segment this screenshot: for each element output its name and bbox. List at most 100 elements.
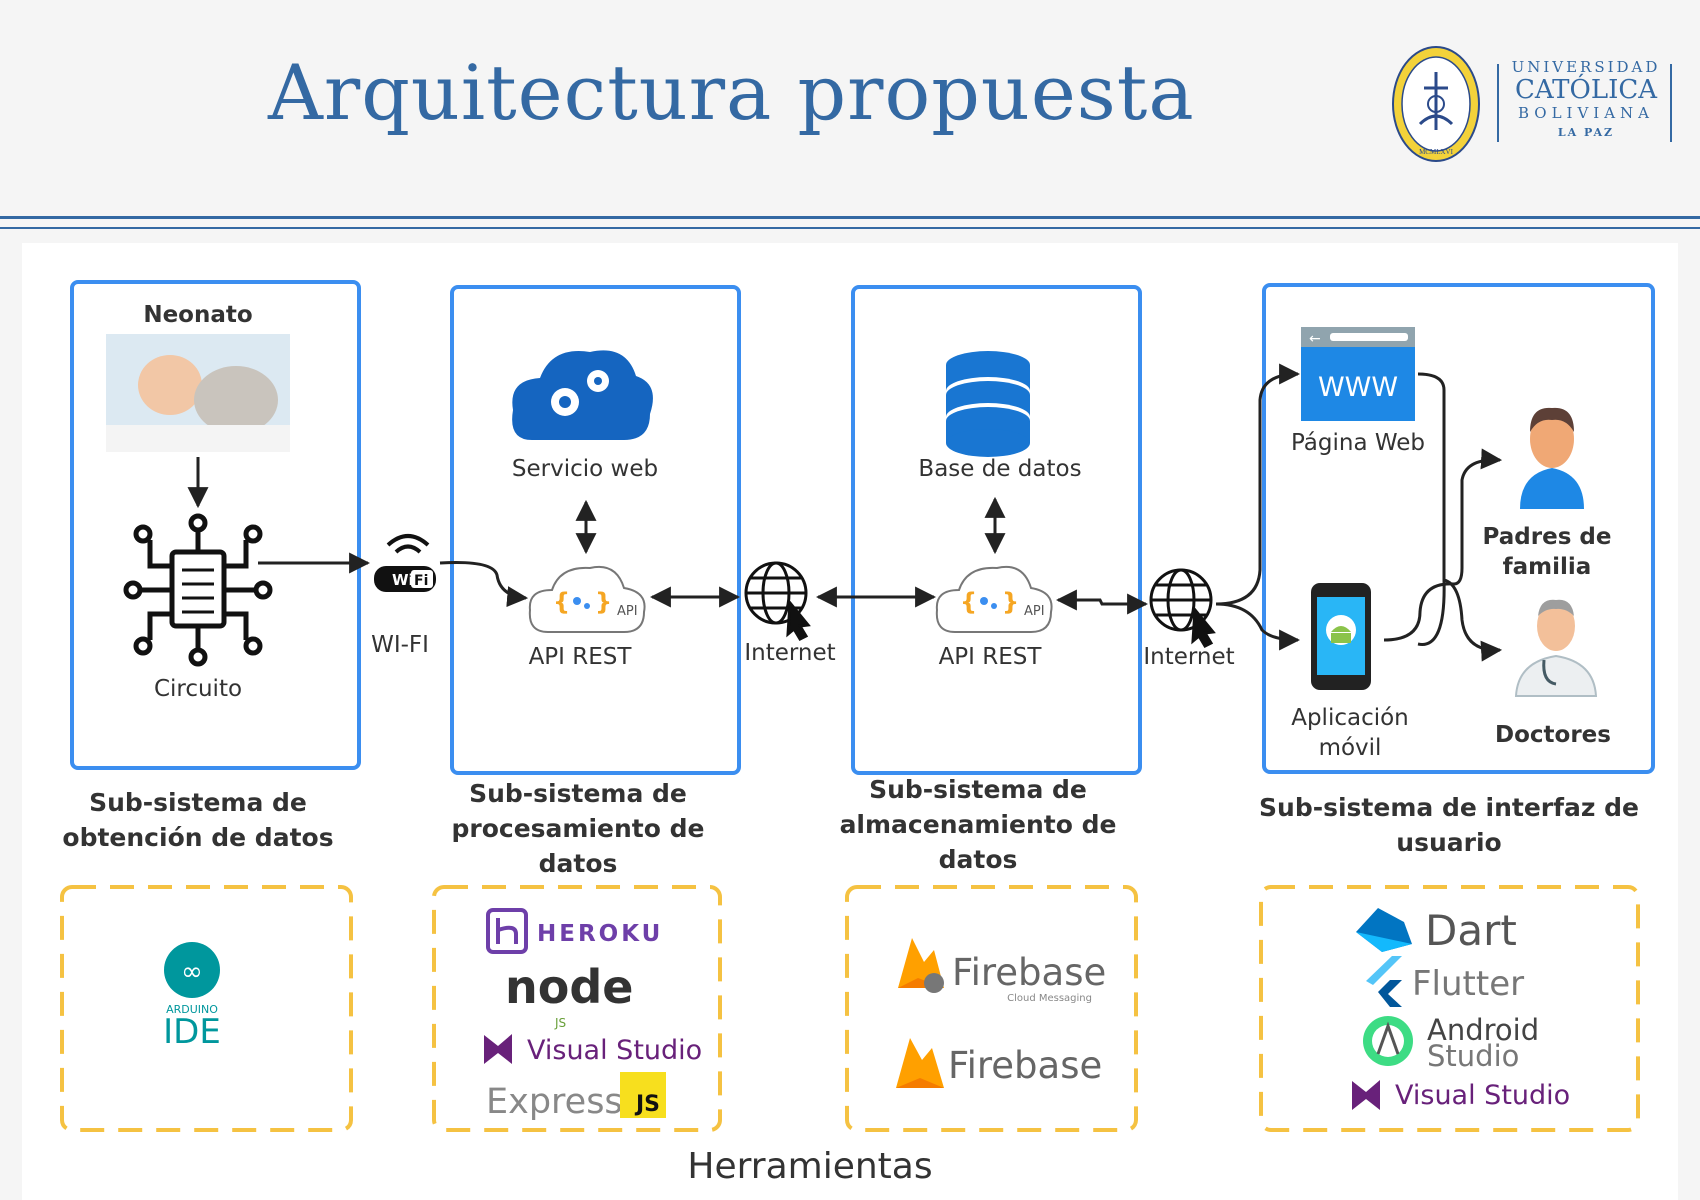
label-internet-1: Internet <box>744 640 836 666</box>
seal-text: MCMLXVI <box>1419 148 1454 156</box>
tools-box-almacenamiento <box>845 885 1138 1132</box>
globe-icon-1 <box>744 561 811 641</box>
subsystem-procesamiento-line-1: Sub-sistema de <box>469 779 687 808</box>
subsystem-interfaz: Sub-sistema de interfaz de usuario <box>1239 790 1659 860</box>
label-aplicacion-movil-line-1: Aplicación <box>1291 705 1409 731</box>
subsystem-almacenamiento-line-3: datos <box>938 845 1018 874</box>
globe-icon-2 <box>1149 568 1216 648</box>
header-rule-top <box>0 216 1700 219</box>
logo-divider <box>1497 64 1499 142</box>
label-base-datos: Base de datos <box>918 456 1082 482</box>
parent-avatar-icon <box>1520 407 1584 509</box>
university-line-3: BOLIVIANA <box>1517 104 1655 122</box>
api-badge-1: API <box>617 604 638 619</box>
subsystem-obtencion-line-2: obtención de datos <box>62 823 334 852</box>
subsystem-obtencion: Sub-sistema de obtención de datos <box>48 785 348 855</box>
neonato-image <box>106 334 290 452</box>
label-wifi: WI-FI <box>371 632 429 658</box>
cloud-gears-icon <box>512 350 653 440</box>
subsystem-almacenamiento: Sub-sistema de almacenamiento de datos <box>828 772 1128 877</box>
university-name: UNIVERSIDAD CATÓLICA BOLIVIANA LA PAZ <box>1506 58 1666 139</box>
dart-logo: Dart <box>1356 906 1517 955</box>
js-label: JS <box>634 1092 660 1117</box>
tools-box-obtencion <box>60 885 353 1132</box>
visual-studio-logo-2: Visual Studio <box>1352 1080 1570 1111</box>
doctor-avatar-icon <box>1514 599 1598 697</box>
label-herramientas: Herramientas <box>687 1146 933 1187</box>
browser-www-icon: ← WWW <box>1301 327 1415 421</box>
api-badge-2: API <box>1024 604 1045 619</box>
dart-label: Dart <box>1425 906 1517 955</box>
api-cloud-icon-1: { } API <box>528 566 646 633</box>
circuit-icon <box>123 513 273 667</box>
firebase-logo: Firebase <box>896 1038 1102 1088</box>
label-pagina-web: Página Web <box>1290 430 1426 456</box>
label-aplicacion-movil: Aplicación móvil <box>1270 703 1430 763</box>
svg-text:∞: ∞ <box>181 957 203 987</box>
arduino-label: ARDUINO <box>166 1003 218 1016</box>
svg-text:←: ← <box>1309 331 1321 347</box>
heroku-logo: HEROKU <box>486 908 660 954</box>
svg-text:{: { <box>553 588 570 616</box>
university-line-4: LA PAZ <box>1557 126 1615 139</box>
android-studio-logo: Android Studio <box>1363 1013 1539 1073</box>
box-almacenamiento <box>851 285 1142 775</box>
subsystem-procesamiento-line-2: procesamiento de <box>451 814 705 843</box>
subsystem-interfaz-line-2: usuario <box>1396 828 1502 857</box>
firebase-label-2: Firebase <box>948 1044 1102 1087</box>
connectors <box>187 363 1503 662</box>
university-line-1: UNIVERSIDAD <box>1511 58 1661 76</box>
subsystem-interfaz-line-1: Sub-sistema de interfaz de <box>1259 793 1639 822</box>
header-rule-bottom <box>0 227 1700 229</box>
svg-text:Wi: Wi <box>392 571 414 589</box>
label-internet-2: Internet <box>1143 644 1235 670</box>
subsystem-almacenamiento-line-1: Sub-sistema de <box>869 775 1087 804</box>
database-icon <box>946 351 1030 457</box>
express-js-logo: Express JS <box>486 1072 666 1122</box>
node-label: node <box>505 960 633 1014</box>
label-doctores: Doctores <box>1495 722 1611 748</box>
ide-label: IDE <box>163 1012 221 1052</box>
flutter-logo: Flutter <box>1366 956 1524 1007</box>
studio-label: Studio <box>1427 1039 1519 1073</box>
node-logo: node JS <box>505 960 633 1030</box>
cloud-messaging-label: Cloud Messaging <box>1007 993 1092 1004</box>
label-padres-line-1: Padres de <box>1482 524 1612 550</box>
svg-text:{: { <box>960 588 977 616</box>
api-cloud-icon-2: { } API <box>935 566 1053 633</box>
flutter-label: Flutter <box>1412 964 1524 1004</box>
smartphone-icon <box>1311 583 1371 690</box>
university-seal: MCMLXVI <box>1392 46 1480 162</box>
label-padres: Padres de familia <box>1467 522 1627 582</box>
android-label: Android <box>1427 1013 1539 1047</box>
svg-text:Fi: Fi <box>414 573 428 589</box>
box-obtencion <box>70 280 361 770</box>
label-servicio-web: Servicio web <box>511 456 659 482</box>
arduino-ide-logo: ∞ ARDUINO IDE <box>163 942 221 1052</box>
subsystem-procesamiento: Sub-sistema de procesamiento de datos <box>428 776 728 881</box>
wifi-icon: Wi Fi <box>374 534 436 592</box>
svg-text:}: } <box>595 588 612 616</box>
firebase-cm-logo: Firebase Cloud Messaging <box>898 938 1106 1004</box>
label-circuito: Circuito <box>153 676 243 702</box>
visual-studio-label-2: Visual Studio <box>1395 1080 1570 1111</box>
visual-studio-label-1: Visual Studio <box>527 1035 702 1066</box>
label-api-rest-2: API REST <box>938 644 1042 670</box>
firebase-label-1: Firebase <box>952 951 1106 994</box>
label-padres-line-2: familia <box>1502 554 1592 580</box>
box-interfaz <box>1262 283 1655 774</box>
logo-divider-right <box>1670 64 1672 142</box>
label-api-rest-1: API REST <box>528 644 632 670</box>
subsystem-procesamiento-line-3: datos <box>538 849 618 878</box>
university-line-2: CATÓLICA <box>1514 75 1658 105</box>
visual-studio-logo-1: Visual Studio <box>484 1034 702 1066</box>
page-title: Arquitectura propuesta <box>268 48 1195 137</box>
www-text: WWW <box>1318 372 1398 403</box>
svg-text:}: } <box>1002 588 1019 616</box>
tools-box-procesamiento <box>432 885 722 1132</box>
box-procesamiento <box>450 285 741 775</box>
subsystem-almacenamiento-line-2: almacenamiento de <box>839 810 1117 839</box>
label-aplicacion-movil-line-2: móvil <box>1318 735 1382 761</box>
label-neonato: Neonato <box>143 302 253 328</box>
